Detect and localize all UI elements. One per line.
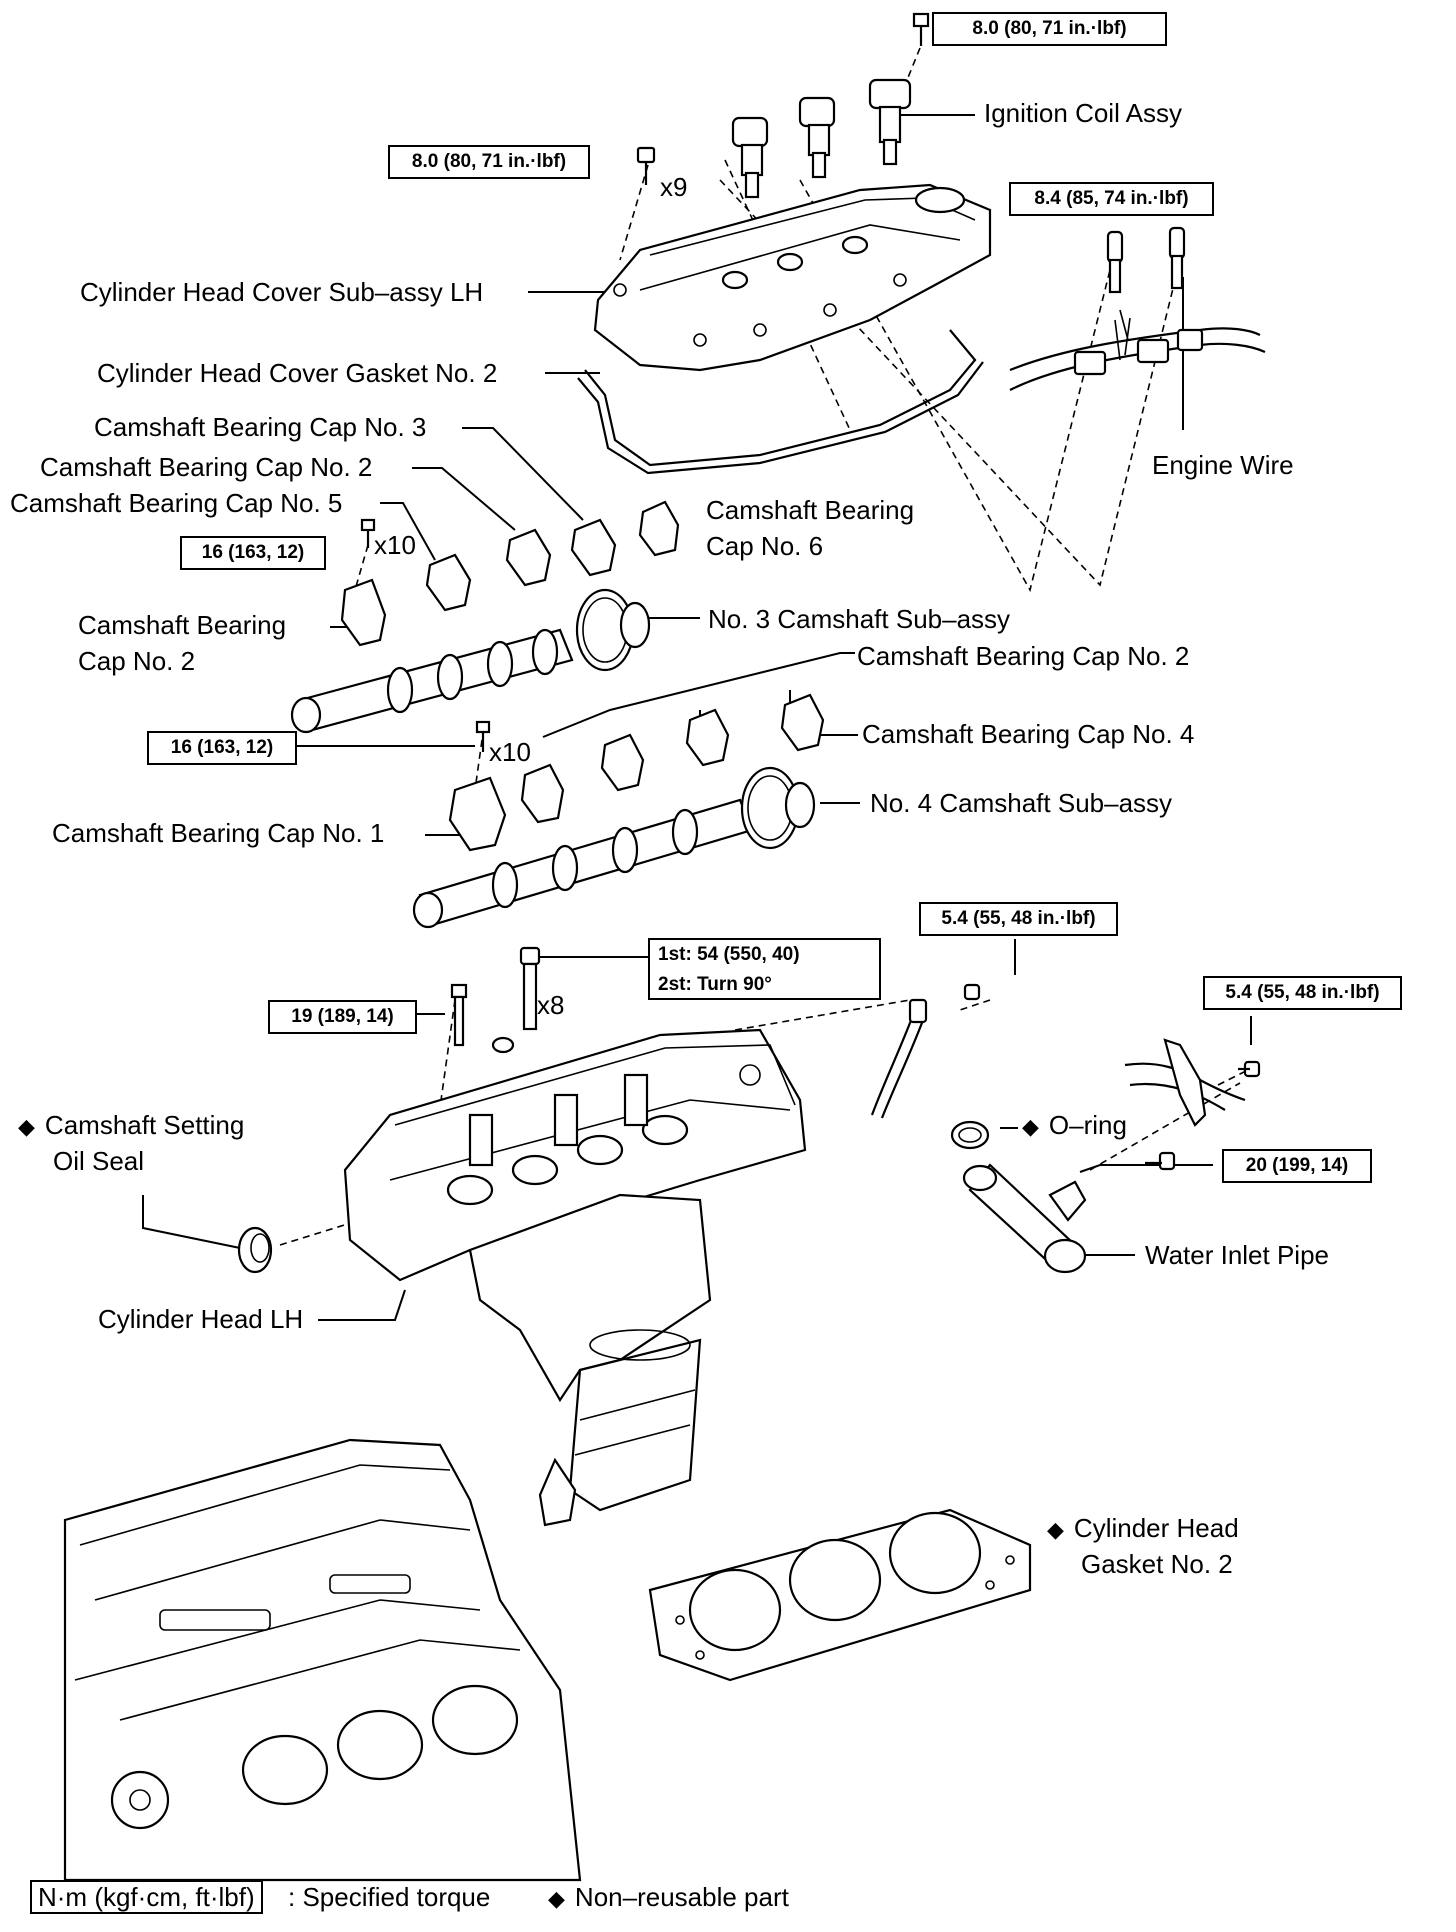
engine-block bbox=[63, 1438, 582, 1882]
camshaft-bearing-caps bbox=[340, 500, 825, 852]
ignition-coil-group bbox=[731, 78, 912, 199]
qty-cover-bolts: x9 bbox=[660, 172, 688, 202]
qty-cap-bolts-upper: x10 bbox=[374, 530, 416, 560]
pipe-bolt bbox=[1145, 1151, 1176, 1171]
label-camshaft-bearing-cap-no2-top: Camshaft Bearing Cap No. 2 bbox=[40, 452, 373, 482]
o-ring bbox=[950, 1120, 990, 1150]
torque-pipe-bolt: 20 (199, 14) bbox=[1222, 1149, 1372, 1183]
label-camshaft-bearing-cap-no2-left-line1: Camshaft Bearing bbox=[78, 610, 287, 640]
label-cylinder-head-cover-gasket: Cylinder Head Cover Gasket No. 2 bbox=[97, 358, 498, 388]
label-oil-seal-line1: Camshaft Setting bbox=[44, 1110, 245, 1140]
label-camshaft-bearing-cap-no5: Camshaft Bearing Cap No. 5 bbox=[10, 488, 343, 518]
torque-cap-bolt-upper: 16 (163, 12) bbox=[180, 536, 326, 570]
label-camshaft-bearing-cap-no2-left-line2: Cap No. 2 bbox=[78, 646, 196, 676]
torque-wire-bolt-left: 5.4 (55, 48 in.·lbf) bbox=[919, 902, 1118, 936]
legend-torque-text: : Specified torque bbox=[288, 1882, 491, 1912]
label-camshaft-bearing-cap-no1: Camshaft Bearing Cap No. 1 bbox=[52, 818, 385, 848]
label-head-gasket-line1: Cylinder Head bbox=[1073, 1513, 1239, 1543]
coil-bolt bbox=[912, 12, 930, 46]
cylinder-head-gasket bbox=[648, 1508, 1032, 1682]
label-camshaft-setting-oil-seal: ◆ Camshaft Setting bbox=[18, 1110, 244, 1142]
wire-bolt bbox=[1238, 1060, 1261, 1078]
label-cylinder-head-gasket: ◆ Cylinder Head bbox=[1047, 1513, 1239, 1545]
bearing-cap-no2-lower bbox=[600, 733, 645, 792]
legend-non-reusable-text: Non–reusable part bbox=[574, 1882, 789, 1912]
ignition-coil bbox=[798, 96, 836, 179]
bolts bbox=[360, 12, 1261, 1171]
torque-head-bolt-step2: 2st: Turn 90° bbox=[658, 974, 772, 995]
bearing-cap-no2-lower bbox=[520, 763, 565, 824]
label-no3-camshaft-sub-assy: No. 3 Camshaft Sub–assy bbox=[708, 604, 1011, 634]
torque-head-bolt-step1: 1st: 54 (550, 40) bbox=[658, 944, 800, 965]
bearing-cap-no5 bbox=[425, 553, 472, 612]
wire-lead bbox=[870, 998, 928, 1119]
torque-coil-bolt: 8.0 (80, 71 in.·lbf) bbox=[932, 12, 1167, 46]
cover-bolt bbox=[636, 146, 656, 185]
bearing-cap-no3 bbox=[570, 518, 617, 577]
non-reusable-marker: ◆ bbox=[1047, 1517, 1064, 1542]
head-bolt-small bbox=[450, 983, 468, 1047]
torque-spark-plug: 8.4 (85, 74 in.·lbf) bbox=[1009, 182, 1214, 216]
bearing-cap-no2-left bbox=[340, 578, 387, 647]
bearing-cap-no2-lower bbox=[685, 708, 730, 767]
non-reusable-marker: ◆ bbox=[1022, 1114, 1039, 1139]
cylinder-head-cover-gasket bbox=[577, 329, 984, 475]
qty-cap-bolts-lower: x10 bbox=[489, 737, 531, 767]
ignition-coil bbox=[868, 78, 912, 166]
bearing-cap-no2-top bbox=[505, 528, 552, 587]
label-ignition-coil-assy: Ignition Coil Assy bbox=[984, 98, 1182, 128]
torque-head-bolt: 1st: 54 (550, 40) 2st: Turn 90° bbox=[648, 938, 881, 1000]
water-inlet-pipe bbox=[962, 1163, 1087, 1274]
cylinder-head-cover bbox=[593, 183, 992, 372]
camshaft-setting-oil-seal bbox=[237, 1226, 273, 1274]
leader-lines bbox=[142, 114, 1252, 1321]
torque-wire-bolt-right: 5.4 (55, 48 in.·lbf) bbox=[1203, 976, 1402, 1010]
head-bolt-long bbox=[491, 946, 541, 1054]
label-no4-camshaft-sub-assy: No. 4 Camshaft Sub–assy bbox=[870, 788, 1173, 818]
non-reusable-marker: ◆ bbox=[548, 1886, 565, 1911]
cap-bolt-upper bbox=[360, 518, 376, 548]
no3-camshaft bbox=[290, 588, 651, 734]
legend-non-reusable: ◆ Non–reusable part bbox=[548, 1882, 789, 1914]
wire-bolt bbox=[963, 983, 981, 1001]
wire-bracket bbox=[1124, 1038, 1246, 1127]
label-engine-wire: Engine Wire bbox=[1152, 450, 1294, 480]
qty-head-bolts: x8 bbox=[537, 990, 565, 1020]
spark-plugs bbox=[1106, 226, 1186, 294]
label-camshaft-bearing-cap-no6-line1: Camshaft Bearing bbox=[706, 495, 915, 525]
cylinder-head bbox=[343, 1028, 807, 1282]
bearing-cap-no6 bbox=[638, 500, 680, 557]
engine-wire-harness bbox=[1009, 309, 1266, 391]
label-head-gasket-line2: Gasket No. 2 bbox=[1081, 1549, 1233, 1579]
label-o-ring-text: O–ring bbox=[1048, 1110, 1127, 1140]
label-cylinder-head-cover: Cylinder Head Cover Sub–assy LH bbox=[80, 277, 484, 307]
label-water-inlet-pipe: Water Inlet Pipe bbox=[1145, 1240, 1330, 1270]
non-reusable-marker: ◆ bbox=[18, 1114, 35, 1139]
label-camshaft-bearing-cap-no4: Camshaft Bearing Cap No. 4 bbox=[862, 719, 1195, 749]
legend-torque-box: N·m (kgf·cm, ft·lbf) bbox=[30, 1880, 263, 1914]
cap-bolt-lower bbox=[475, 720, 491, 752]
no4-camshaft bbox=[412, 766, 816, 929]
label-camshaft-bearing-cap-no6-line2: Cap No. 6 bbox=[706, 531, 824, 561]
label-o-ring: ◆ O–ring bbox=[1022, 1110, 1127, 1142]
label-camshaft-bearing-cap-no2-right: Camshaft Bearing Cap No. 2 bbox=[857, 641, 1190, 671]
bearing-cap-no4 bbox=[780, 693, 825, 752]
exhaust-manifold bbox=[468, 1193, 712, 1527]
label-oil-seal-line2: Oil Seal bbox=[53, 1146, 145, 1176]
torque-head-bolt-small: 19 (189, 14) bbox=[268, 1000, 417, 1034]
torque-cover-bolt: 8.0 (80, 71 in.·lbf) bbox=[388, 145, 590, 179]
label-cylinder-head-lh: Cylinder Head LH bbox=[98, 1304, 304, 1334]
label-camshaft-bearing-cap-no3: Camshaft Bearing Cap No. 3 bbox=[94, 412, 427, 442]
bearing-cap-no1 bbox=[448, 776, 507, 852]
torque-cap-bolt-lower: 16 (163, 12) bbox=[147, 731, 297, 765]
ignition-coil bbox=[731, 116, 769, 199]
